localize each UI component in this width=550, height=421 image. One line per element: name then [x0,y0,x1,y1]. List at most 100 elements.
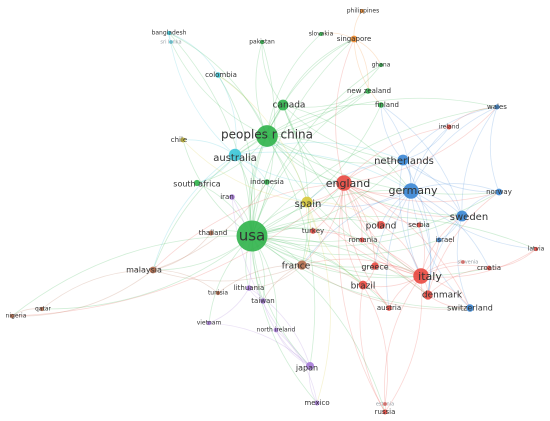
node-sweden[interactable] [456,210,468,222]
node-malaysia[interactable] [149,266,157,274]
edge-spain-france [301,201,311,266]
node-denmark[interactable] [423,290,433,300]
node-iran[interactable] [229,194,235,200]
edge-usa-germany [251,190,412,237]
edge-usa-bangladesh [168,32,253,237]
edge-usa-singapore [251,38,355,237]
label-qatar: qatar [35,306,52,313]
edge-usa-sweden [251,215,463,247]
edge-brazil-russia [359,284,386,413]
edge-italy-estonia [384,275,422,405]
label-usa: usa [239,227,266,245]
node-russia[interactable] [382,409,388,415]
edge-wales-norway [489,106,500,193]
edge-brazil-estonia [362,284,388,405]
edge-australia-colombia [217,74,237,156]
edge-england-ireland [343,126,450,184]
label-sri-lanka: sri lanka [160,40,181,46]
node-ghana[interactable] [378,62,384,68]
node-italy[interactable] [413,268,429,284]
node-taiwan[interactable] [260,298,266,304]
node-south-africa[interactable] [193,179,201,187]
node-england[interactable] [336,175,352,191]
node-ireland[interactable] [446,124,452,130]
edge-usa-russia [251,235,386,413]
label-nigeria: nigeria [6,313,27,320]
edge-england-serbia [343,182,420,226]
node-bangladesh[interactable] [166,30,172,36]
node-poland[interactable] [376,220,386,230]
node-switzerland[interactable] [466,304,474,312]
node-wales[interactable] [494,104,500,110]
node-japan[interactable] [305,361,315,371]
node-indonesia[interactable] [264,179,270,185]
edge-germany-austria [386,190,412,309]
edge-usa-mexico [251,235,318,404]
edge-peoples-r-china-norway [266,135,500,195]
edge-peoples-r-china-japan [266,135,316,367]
node-israel[interactable] [436,237,442,243]
node-vietnam[interactable] [206,320,212,326]
label-japan: japan [295,364,318,373]
label-netherlands: netherlands [374,156,434,167]
node-serbia[interactable] [416,222,422,228]
edge-england-denmark [343,182,429,296]
node-greece[interactable] [371,262,379,270]
node-lithuania[interactable] [246,285,252,291]
node-france[interactable] [297,260,307,270]
node-croatia[interactable] [486,265,492,271]
node-new-zealand[interactable] [365,88,371,94]
edge-peoples-r-china-netherlands [266,135,404,164]
node-netherlands[interactable] [397,154,409,166]
node-brazil[interactable] [358,280,368,290]
node-pakistan[interactable] [259,39,265,45]
node-latvia[interactable] [533,246,539,252]
label-colombia: colombia [205,71,237,79]
node-canada[interactable] [277,99,289,111]
node-nigeria[interactable] [9,313,15,319]
node-slovakia[interactable] [318,31,324,37]
node-mexico[interactable] [314,400,320,406]
label-tunisia: tunisia [208,290,228,297]
node-thailand[interactable] [208,230,214,236]
node-germany[interactable] [403,183,419,199]
edge-usa-switzerland [251,235,471,309]
node-spain[interactable] [301,196,313,208]
label-ireland: ireland [439,124,460,131]
label-north-ireland: north ireland [257,327,296,334]
node-austria[interactable] [386,305,392,311]
node-sri-lanka[interactable] [169,40,173,44]
node-qatar[interactable] [39,306,45,312]
label-philippines: philippines [347,8,380,15]
edge-spain-chile [182,139,308,203]
node-turkey[interactable] [310,228,316,234]
node-philippines[interactable] [359,8,365,14]
edge-peoples-r-china-sweden [266,135,463,217]
node-estonia[interactable] [383,402,387,406]
edge-usa-netherlands [251,159,404,237]
edge-canada-new-zealand [282,90,369,108]
node-norway[interactable] [495,188,503,196]
node-tunisia[interactable] [215,290,221,296]
node-north-ireland[interactable] [273,327,279,333]
edge-japan-taiwan [262,300,311,367]
edge-france-lithuania [248,264,303,289]
node-peoples-r-china[interactable] [256,125,278,147]
edge-sweden-finland [380,104,463,217]
node-singapore[interactable] [350,35,358,43]
edge-canada-singapore [282,38,355,106]
node-usa[interactable] [236,220,268,252]
edge-usa-ghana [251,64,382,237]
edge-malaysia-nigeria [11,269,154,317]
node-australia[interactable] [228,148,242,162]
edge-latvia-croatia [488,248,537,269]
label-south-africa: south africa [173,180,221,189]
edge-germany-norway [410,183,500,193]
node-slovenia[interactable] [461,260,465,264]
node-colombia[interactable] [215,72,221,78]
node-finland[interactable] [378,102,384,108]
label-canada: canada [273,101,306,111]
edge-france-brazil [301,264,364,286]
node-romania[interactable] [359,237,365,243]
node-chile[interactable] [180,137,186,143]
